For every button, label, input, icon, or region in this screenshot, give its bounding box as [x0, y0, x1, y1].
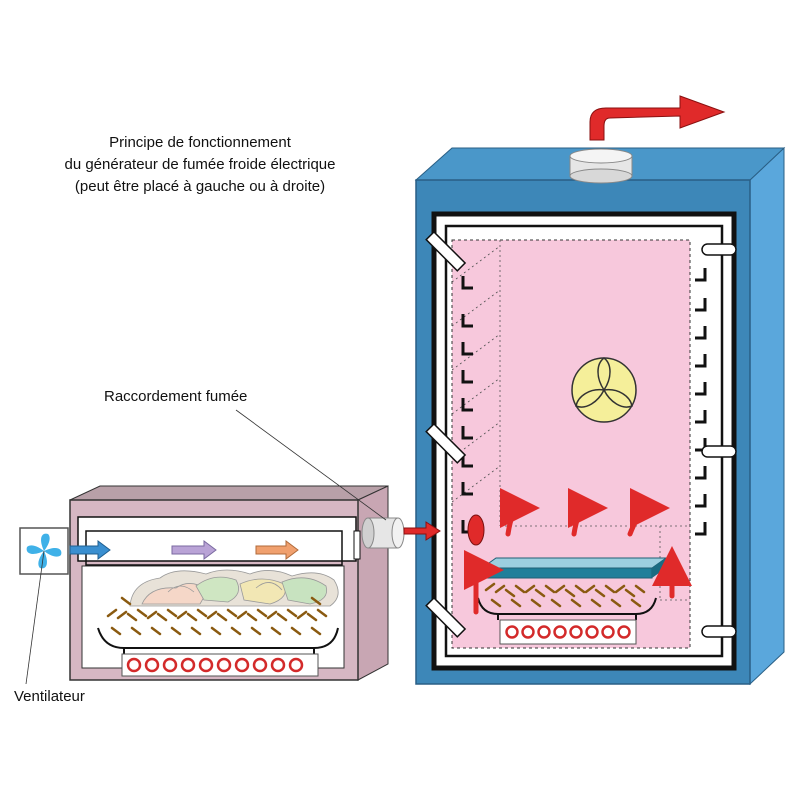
- fan-leader: [25, 550, 45, 685]
- fan-label: Ventilateur: [14, 688, 85, 705]
- cabinet-chip-basket: [477, 597, 657, 620]
- smoke-connection-leader: [235, 409, 387, 521]
- exhaust-vent-icon: [569, 148, 633, 184]
- door-hinges: [701, 243, 737, 638]
- air-arrow-lilac: [171, 540, 217, 560]
- diagram-caption: Principe de fonctionnement du générateur…: [40, 132, 360, 198]
- generator-heating-coil: [121, 653, 319, 677]
- sawdust-pile: [129, 569, 339, 607]
- chamber-smoke-arrows: [463, 488, 692, 615]
- caption-line-3: (peut être placé à gauche ou à droite): [74, 178, 326, 195]
- generator-chip-basket: [97, 627, 339, 654]
- smoke-outlet-pipe: [361, 517, 405, 549]
- air-flow-arrows: [69, 540, 299, 560]
- cabinet-heating-coil: [499, 619, 637, 645]
- cabinet-wood-chips: [484, 582, 646, 608]
- air-duct: [77, 516, 357, 562]
- generator-top-face: [69, 485, 389, 501]
- smoke-connection-label: Raccordement fumée: [104, 388, 248, 405]
- air-arrow-orange: [255, 540, 299, 560]
- exhaust-arrow: [589, 95, 726, 141]
- caption-line-2: du générateur de fumée froide électrique: [64, 156, 336, 173]
- caption-line-1: Principe de fonctionnement: [109, 134, 291, 151]
- drip-tray: [480, 557, 668, 579]
- smoking-chamber: [452, 240, 690, 648]
- duct-end-cap: [353, 530, 361, 560]
- smoke-inlet-diffuser: [467, 514, 485, 546]
- smoke-generator: [19, 485, 441, 681]
- generator-wood-chips: [106, 596, 328, 636]
- smoke-transfer-arrow: [403, 521, 441, 541]
- convection-fan-icon: [571, 357, 637, 423]
- leader-lines: [25, 409, 387, 685]
- cabinet-side-face: [749, 146, 785, 686]
- air-arrow-blue: [69, 540, 111, 560]
- smoker-cabinet: [414, 95, 786, 686]
- generator-side-face: [357, 485, 389, 681]
- door-latches: [425, 230, 467, 638]
